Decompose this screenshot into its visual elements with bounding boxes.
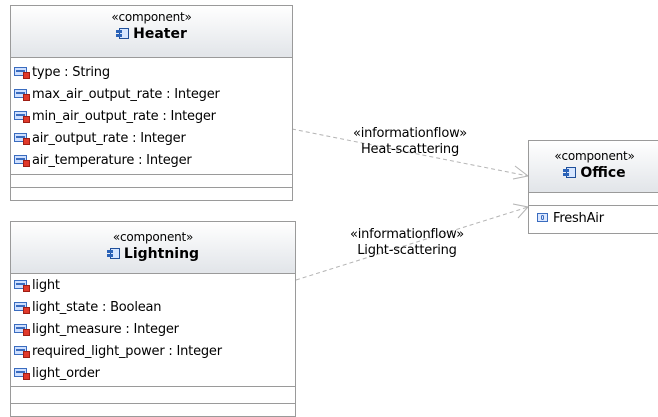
office-title: Office	[563, 164, 626, 182]
attribute-label: light_measure : Integer	[32, 321, 179, 337]
lightning-name: Lightning	[123, 246, 200, 262]
attribute-row[interactable]: min_air_output_rate : Integer	[11, 105, 292, 127]
port-icon	[535, 212, 550, 224]
attribute-row[interactable]: light_order	[11, 362, 295, 384]
flow-light-arrowhead	[512, 203, 529, 219]
attribute-label: light	[32, 277, 60, 293]
heater-operations-compartment	[11, 174, 292, 187]
private-attribute-icon	[14, 279, 30, 292]
lightning-extra-compartment	[11, 403, 295, 417]
flow-heat-line[interactable]	[291, 128, 529, 177]
private-attribute-icon	[14, 323, 30, 336]
private-attribute-icon	[14, 345, 30, 358]
attribute-row[interactable]: type : String	[11, 61, 292, 83]
flow-light-line[interactable]	[295, 206, 529, 281]
attribute-label: light_order	[32, 365, 100, 381]
office-stereotype: «component»	[554, 149, 635, 163]
attribute-row[interactable]: air_output_rate : Integer	[11, 127, 292, 149]
heater-header: «component» Heater	[11, 6, 292, 58]
office-blank-compartment	[529, 193, 658, 205]
flow-light-label[interactable]: «informationflow» Light-scattering	[334, 227, 480, 259]
office-component[interactable]: «component» Office FreshAir	[528, 140, 658, 234]
private-attribute-icon	[14, 301, 30, 314]
lightning-component[interactable]: «component» Lightning light light_state …	[10, 221, 296, 417]
private-attribute-icon	[14, 110, 30, 123]
heater-stereotype: «component»	[111, 10, 192, 24]
private-attribute-icon	[14, 367, 30, 380]
flow-heat-label[interactable]: «informationflow» Heat-scattering	[337, 126, 483, 158]
office-header: «component» Office	[529, 141, 658, 193]
attribute-label: min_air_output_rate : Integer	[32, 108, 216, 124]
attribute-label: air_temperature : Integer	[32, 152, 192, 168]
attribute-row[interactable]: light_measure : Integer	[11, 318, 295, 340]
heater-component[interactable]: «component» Heater type : String max_air…	[10, 5, 293, 201]
attribute-row[interactable]: air_temperature : Integer	[11, 149, 292, 171]
port-row[interactable]: FreshAir	[529, 206, 658, 230]
office-ports-compartment: FreshAir	[529, 205, 658, 230]
component-icon	[563, 167, 577, 179]
component-icon	[106, 248, 121, 260]
flow-heat-name: Heat-scattering	[360, 142, 460, 157]
flow-light-name: Light-scattering	[357, 243, 457, 258]
attribute-label: max_air_output_rate : Integer	[32, 86, 220, 102]
lightning-attributes: light light_state : Boolean light_measur…	[11, 274, 295, 384]
attribute-row[interactable]: max_air_output_rate : Integer	[11, 83, 292, 105]
private-attribute-icon	[14, 132, 30, 145]
lightning-operations-compartment	[11, 386, 295, 403]
heater-name: Heater	[133, 26, 187, 42]
attribute-label: light_state : Boolean	[32, 299, 162, 315]
flow-heat-stereotype: «informationflow»	[352, 126, 468, 141]
component-icon	[116, 28, 130, 40]
lightning-stereotype: «component»	[112, 230, 194, 244]
attribute-row[interactable]: light	[11, 274, 295, 296]
flow-heat-arrowhead	[512, 165, 530, 180]
flow-light-stereotype: «informationflow»	[349, 227, 465, 242]
attribute-row[interactable]: required_light_power : Integer	[11, 340, 295, 362]
attribute-row[interactable]: light_state : Boolean	[11, 296, 295, 318]
attribute-label: air_output_rate : Integer	[32, 130, 186, 146]
heater-title: Heater	[116, 25, 187, 43]
private-attribute-icon	[14, 66, 30, 79]
heater-extra-compartment	[11, 187, 292, 201]
heater-attributes: type : String max_air_output_rate : Inte…	[11, 58, 292, 171]
private-attribute-icon	[14, 154, 30, 167]
private-attribute-icon	[14, 88, 30, 101]
office-name: Office	[580, 165, 626, 181]
port-label: FreshAir	[553, 210, 604, 226]
lightning-title: Lightning	[106, 245, 200, 263]
attribute-label: type : String	[32, 64, 110, 80]
attribute-label: required_light_power : Integer	[32, 343, 222, 359]
lightning-header: «component» Lightning	[11, 222, 295, 274]
